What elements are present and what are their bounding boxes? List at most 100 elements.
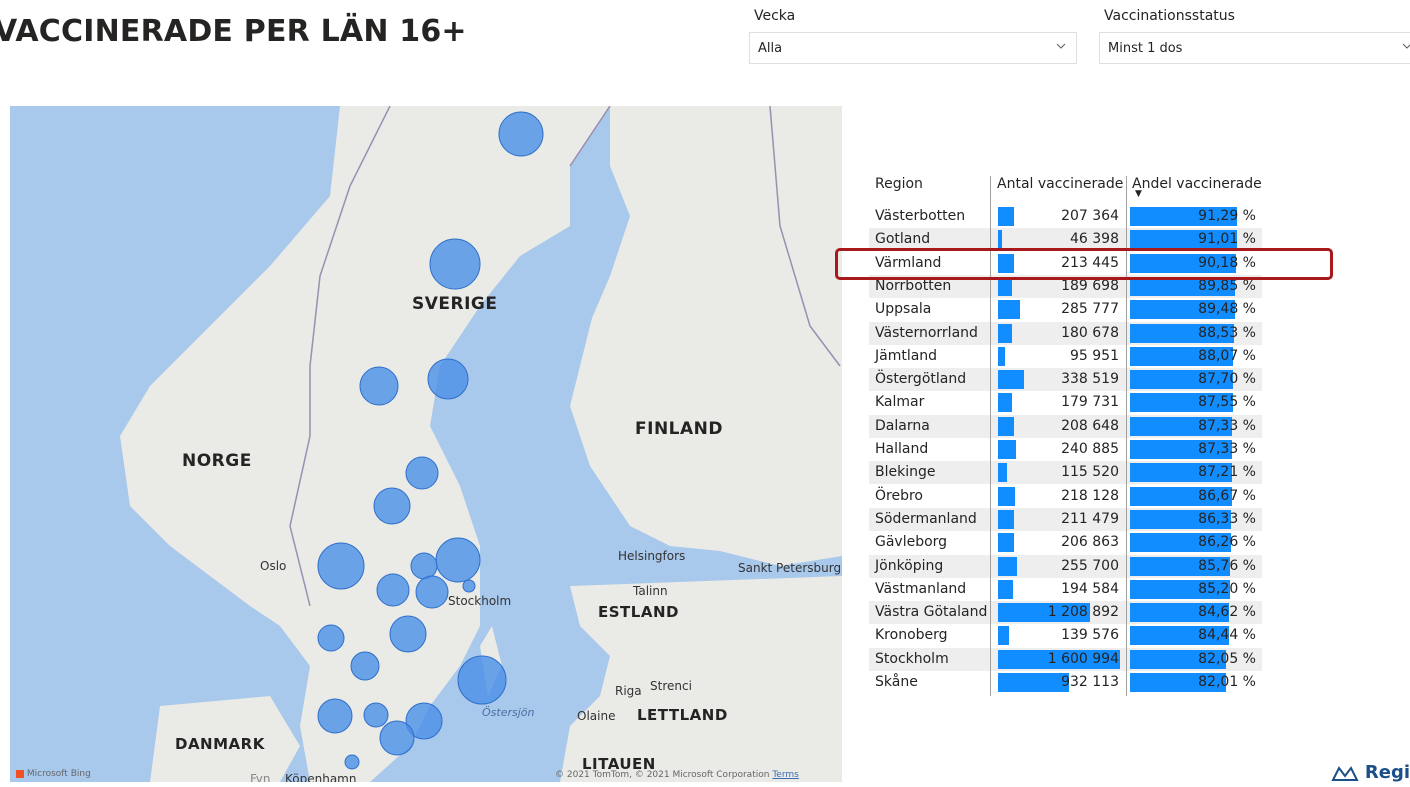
share-bar xyxy=(1130,463,1233,483)
region-bubble xyxy=(405,456,439,490)
count-bar xyxy=(998,346,1006,366)
share-bar xyxy=(1130,486,1232,506)
share-cell: 82,05 % xyxy=(1198,650,1256,667)
region-bubble xyxy=(462,579,476,593)
region-cell: Skåne xyxy=(875,674,918,690)
column-divider xyxy=(1126,176,1127,696)
column-header-region[interactable]: Region xyxy=(875,176,923,192)
share-bar xyxy=(1130,323,1234,343)
region-cell: Östergötland xyxy=(875,371,967,388)
status-filter-dropdown[interactable]: Minst 1 dos xyxy=(1099,32,1410,64)
share-bar xyxy=(1130,370,1233,390)
column-header-count[interactable]: Antal vaccinerade xyxy=(997,176,1124,192)
count-bar xyxy=(998,230,1002,250)
share-cell: 87,21 % xyxy=(1198,464,1256,481)
map-bubbles xyxy=(317,111,544,770)
week-filter-dropdown[interactable]: Alla xyxy=(749,32,1077,64)
count-bar xyxy=(998,393,1012,413)
region-cell: Dalarna xyxy=(875,417,930,434)
count-bar xyxy=(998,626,1009,646)
region-bubble xyxy=(350,651,380,681)
share-cell: 91,01 % xyxy=(1198,231,1256,248)
country-label-denmark: DANMARK xyxy=(175,735,265,753)
count-bar xyxy=(998,276,1013,296)
bing-logo: Microsoft Bing xyxy=(16,769,91,779)
share-cell: 86,67 % xyxy=(1198,487,1256,504)
share-bar xyxy=(1130,649,1227,669)
share-bar xyxy=(1130,556,1231,576)
count-bar xyxy=(998,486,1015,506)
count-cell: 189 698 xyxy=(1061,277,1119,294)
city-label: Oslo xyxy=(260,559,287,573)
count-bar xyxy=(998,370,1024,390)
count-bar xyxy=(998,300,1020,320)
share-cell: 87,55 % xyxy=(1198,394,1256,411)
count-bar xyxy=(998,579,1013,599)
water-label: Östersjön xyxy=(482,706,535,719)
region-cell: Västra Götaland xyxy=(875,604,988,621)
count-bar xyxy=(998,603,1091,623)
terms-link[interactable]: Terms xyxy=(772,770,799,780)
share-cell: 87,33 % xyxy=(1198,441,1256,457)
region-bubble xyxy=(373,487,411,525)
city-label: Strenci xyxy=(650,679,692,693)
microsoft-logo-icon xyxy=(16,769,24,778)
week-filter-value: Alla xyxy=(758,41,783,56)
table-row[interactable]: Skåne 932 113 82,01 % xyxy=(869,671,1262,694)
region-bubble xyxy=(435,537,481,583)
region-cell: Jämtland xyxy=(875,347,938,364)
share-bar xyxy=(1130,440,1233,459)
count-cell: 932 113 xyxy=(1061,674,1119,690)
city-label: Sankt Petersburg xyxy=(738,561,842,575)
region-bubble xyxy=(427,358,469,400)
region-bubble xyxy=(317,698,353,734)
count-bar xyxy=(998,207,1014,226)
status-filter-label: Vaccinationsstatus xyxy=(1104,8,1235,24)
share-bar xyxy=(1130,579,1230,599)
share-cell: 82,01 % xyxy=(1198,674,1256,690)
sort-descending-icon: ▼ xyxy=(1135,189,1142,199)
share-cell: 91,29 % xyxy=(1198,208,1256,224)
column-header-share[interactable]: Andel vaccinerade xyxy=(1132,176,1262,192)
region-logo-icon xyxy=(1330,766,1359,781)
country-label-lithuania: LITAUEN xyxy=(582,755,656,773)
share-bar xyxy=(1130,626,1229,646)
region-cell: Södermanland xyxy=(875,510,977,527)
share-bar xyxy=(1130,509,1232,529)
country-label-norway: NORGE xyxy=(182,451,252,471)
region-bubble xyxy=(359,366,399,406)
count-cell: 211 479 xyxy=(1061,510,1119,527)
country-label-estonia: ESTLAND xyxy=(598,603,679,621)
count-cell: 207 364 xyxy=(1061,208,1119,224)
region-cell: Halland xyxy=(875,441,929,457)
region-cell: Kalmar xyxy=(875,394,925,411)
count-cell: 338 519 xyxy=(1061,371,1119,388)
count-cell: 139 576 xyxy=(1061,627,1119,644)
count-cell: 1 208 892 xyxy=(1047,604,1119,621)
share-bar xyxy=(1130,603,1230,623)
share-cell: 87,33 % xyxy=(1198,417,1256,434)
count-cell: 213 445 xyxy=(1061,254,1119,271)
region-bubble xyxy=(317,624,345,652)
vaccination-bubble-map[interactable]: SVERIGE NORGE FINLAND ESTLAND LETTLAND D… xyxy=(10,106,842,782)
